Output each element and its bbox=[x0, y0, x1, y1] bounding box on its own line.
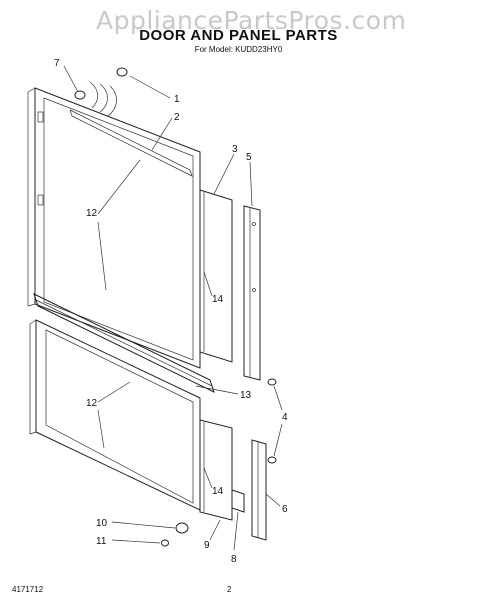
lower-inner-panel bbox=[199, 419, 233, 521]
model-subtitle: For Model: KUDD23HY0 bbox=[194, 45, 283, 54]
callout-2: 2 bbox=[174, 112, 180, 123]
callout-12-upper: 12 bbox=[86, 208, 98, 219]
upper-top-seal bbox=[69, 109, 193, 177]
upper-door-panel bbox=[27, 87, 201, 369]
washer-and-screw bbox=[161, 522, 189, 547]
screws-part-4 bbox=[267, 378, 277, 464]
divider-strip bbox=[33, 293, 215, 393]
page-number: 2 bbox=[227, 585, 232, 594]
page-title: DOOR AND PANEL PARTS bbox=[139, 27, 338, 44]
lower-side-bracket bbox=[251, 439, 267, 541]
callout-1: 1 bbox=[174, 94, 180, 105]
callout-6: 6 bbox=[282, 504, 288, 515]
callout-14-lower: 14 bbox=[212, 486, 224, 497]
lower-door-panel bbox=[29, 319, 201, 511]
leader-lines bbox=[63, 65, 283, 551]
lower-bracket-8 bbox=[231, 489, 245, 513]
callout-10: 10 bbox=[96, 518, 108, 529]
callout-13: 13 bbox=[240, 390, 252, 401]
callout-14-upper: 14 bbox=[212, 294, 224, 305]
callout-3: 3 bbox=[232, 144, 238, 155]
upper-side-bracket bbox=[243, 205, 261, 381]
callout-5: 5 bbox=[246, 152, 252, 163]
callout-9: 9 bbox=[204, 540, 210, 551]
callout-11: 11 bbox=[96, 536, 107, 547]
callout-7: 7 bbox=[54, 58, 60, 69]
watermark: AppliancePartsPros.com bbox=[96, 6, 407, 35]
document-number: 4171712 bbox=[12, 585, 44, 594]
upper-inner-panel bbox=[199, 189, 233, 363]
callout-4: 4 bbox=[282, 412, 288, 423]
top-hinge-hardware bbox=[74, 67, 128, 117]
callout-12-lower: 12 bbox=[86, 398, 98, 409]
callout-8: 8 bbox=[231, 554, 237, 565]
